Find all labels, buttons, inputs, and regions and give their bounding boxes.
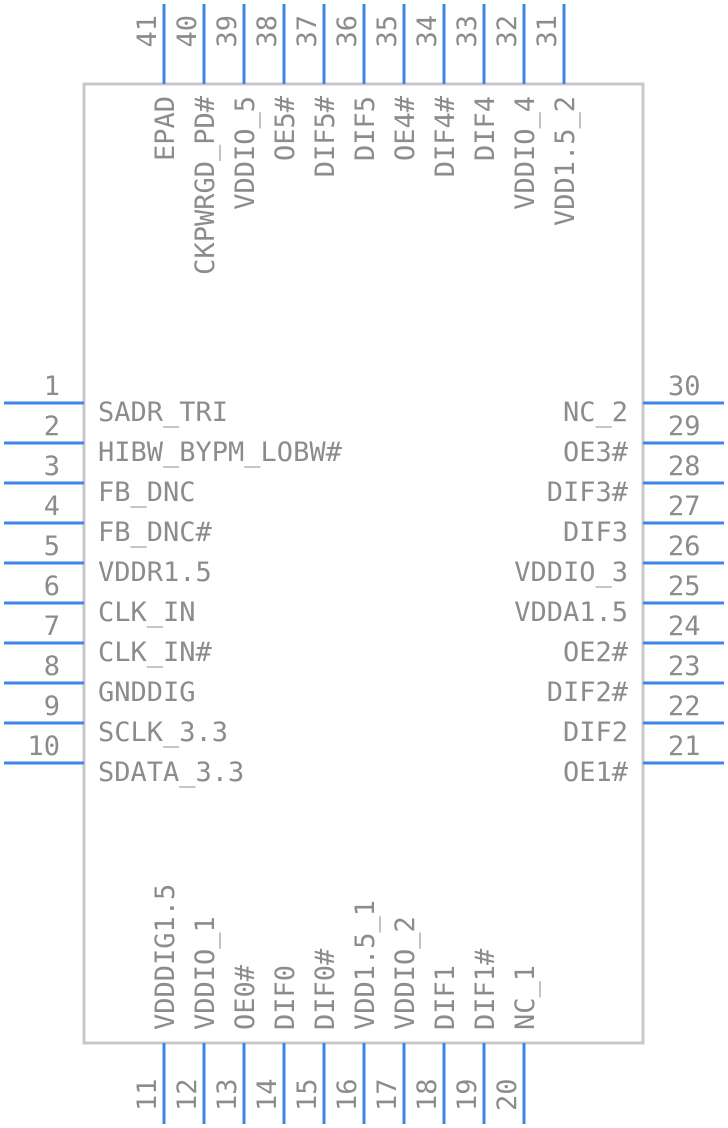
- pin-number-23: 23: [668, 651, 701, 682]
- pin-label-22: DIF2: [563, 717, 628, 748]
- pin-label-39: VDDIO_5: [230, 96, 261, 210]
- pin-number-39: 39: [212, 15, 243, 48]
- pin-number-34: 34: [412, 15, 443, 48]
- pin-label-12: VDDIO_1: [190, 916, 221, 1030]
- pin-number-33: 33: [452, 15, 483, 48]
- pin-number-2: 2: [44, 411, 60, 442]
- pin-label-38: OE5#: [270, 95, 301, 161]
- pin-label-30: NC_2: [563, 397, 628, 428]
- pin-label-8: GNDDIG: [98, 677, 196, 708]
- pin-number-30: 30: [668, 371, 701, 402]
- pin-number-16: 16: [332, 1078, 363, 1111]
- pin-label-24: OE2#: [563, 637, 629, 668]
- pin-number-22: 22: [668, 691, 701, 722]
- pin-number-29: 29: [668, 411, 701, 442]
- pin-label-11: VDDDIG1.5: [150, 884, 181, 1030]
- pin-label-23: DIF2#: [547, 677, 629, 708]
- pin-label-36: DIF5: [350, 96, 381, 161]
- pin-number-3: 3: [44, 451, 60, 482]
- pin-label-15: DIF0#: [310, 948, 341, 1030]
- pin-number-18: 18: [412, 1078, 443, 1111]
- pin-number-7: 7: [44, 611, 60, 642]
- pin-number-36: 36: [332, 15, 363, 48]
- pin-number-27: 27: [668, 491, 701, 522]
- pin-number-13: 13: [212, 1078, 243, 1111]
- pin-number-38: 38: [252, 15, 283, 48]
- pin-label-32: VDDIO_4: [510, 96, 541, 210]
- pin-label-40: CKPWRGD_PD#: [190, 95, 221, 275]
- pin-label-5: VDDR1.5: [98, 557, 212, 588]
- pin-label-31: VDD1.5_2: [550, 96, 581, 226]
- pin-label-41: EPAD: [150, 96, 181, 161]
- pin-label-3: FB_DNC: [98, 477, 196, 508]
- pin-number-31: 31: [532, 15, 563, 48]
- pin-label-26: VDDIO_3: [514, 557, 628, 588]
- pin-number-12: 12: [172, 1078, 203, 1111]
- pin-label-1: SADR_TRI: [98, 397, 228, 428]
- pin-label-13: OE0#: [230, 964, 261, 1030]
- pin-label-18: DIF1: [430, 965, 461, 1030]
- pin-label-9: SCLK_3.3: [98, 717, 228, 748]
- pin-number-21: 21: [668, 731, 701, 762]
- pin-number-37: 37: [292, 15, 323, 48]
- pin-number-6: 6: [44, 571, 60, 602]
- pin-number-8: 8: [44, 651, 60, 682]
- pin-number-10: 10: [27, 731, 60, 762]
- pin-label-34: DIF4#: [430, 95, 461, 177]
- ic-body-outline: [82, 82, 645, 1045]
- pin-number-20: 20: [492, 1078, 523, 1111]
- pin-number-25: 25: [668, 571, 701, 602]
- pin-label-33: DIF4: [470, 96, 501, 161]
- pin-label-10: SDATA_3.3: [98, 757, 244, 788]
- pin-number-28: 28: [668, 451, 701, 482]
- pin-label-16: VDD1.5_1: [350, 900, 381, 1030]
- pin-number-41: 41: [132, 15, 163, 48]
- pin-number-32: 32: [492, 15, 523, 48]
- pin-label-27: DIF3: [563, 517, 628, 548]
- pin-label-19: DIF1#: [470, 948, 501, 1030]
- pin-number-26: 26: [668, 531, 701, 562]
- pin-label-25: VDDA1.5: [514, 597, 628, 628]
- pin-label-7: CLK_IN#: [98, 637, 213, 668]
- pin-label-28: DIF3#: [547, 477, 629, 508]
- pin-number-40: 40: [172, 15, 203, 48]
- pin-number-15: 15: [292, 1078, 323, 1111]
- pin-number-17: 17: [372, 1078, 403, 1111]
- pin-number-9: 9: [44, 691, 60, 722]
- pin-label-29: OE3#: [563, 437, 629, 468]
- pin-label-35: OE4#: [390, 95, 421, 161]
- pin-number-4: 4: [44, 491, 60, 522]
- pin-number-14: 14: [252, 1078, 283, 1111]
- pin-label-20: NC_1: [510, 965, 541, 1030]
- pin-label-2: HIBW_BYPM_LOBW#: [98, 437, 343, 468]
- pin-label-21: OE1#: [563, 757, 629, 788]
- pin-label-4: FB_DNC#: [98, 517, 213, 548]
- pin-number-19: 19: [452, 1078, 483, 1111]
- pin-label-6: CLK_IN: [98, 597, 196, 628]
- pin-number-5: 5: [44, 531, 60, 562]
- pin-label-37: DIF5#: [310, 95, 341, 177]
- pin-number-24: 24: [668, 611, 701, 642]
- pin-label-14: DIF0: [270, 965, 301, 1030]
- pin-number-11: 11: [132, 1078, 163, 1111]
- pin-number-1: 1: [44, 371, 60, 402]
- pin-label-17: VDDIO_2: [390, 916, 421, 1030]
- pin-number-35: 35: [372, 15, 403, 48]
